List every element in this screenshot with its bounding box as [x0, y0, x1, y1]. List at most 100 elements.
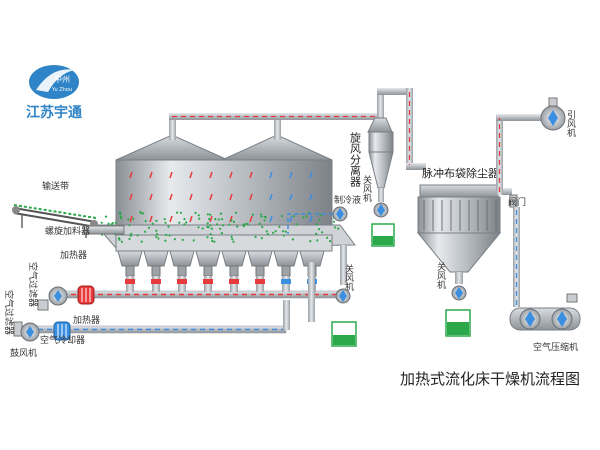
bag-filter-cone	[416, 232, 502, 273]
conveyor-product-line	[13, 204, 97, 219]
product-particle	[208, 217, 211, 221]
air-flow-mark	[209, 193, 213, 201]
product-particle	[179, 211, 183, 214]
air-flow-mark	[269, 215, 273, 223]
product-particle	[230, 235, 233, 238]
product-particle	[120, 240, 123, 243]
cyclone-cone	[368, 151, 394, 189]
product-particle	[332, 220, 336, 223]
riser-pipes	[125, 276, 317, 292]
product-particle	[221, 224, 225, 227]
air-flow-mark	[249, 215, 253, 223]
bag-filter-top	[419, 184, 499, 198]
product-particle	[282, 230, 285, 233]
product-particle	[318, 218, 321, 221]
screw-feeder: 螺旋加料器	[45, 225, 125, 237]
product-particle	[214, 218, 217, 221]
cooling-label: 制冷液	[334, 194, 361, 206]
product-particle	[219, 227, 222, 230]
blower-bottom-icon	[26, 326, 34, 338]
air-flow-mark	[309, 215, 313, 223]
bag-valve-label: 关风机	[435, 261, 446, 290]
hopper	[299, 250, 325, 267]
cool-riser	[283, 300, 290, 330]
product-particle	[210, 237, 213, 240]
cyclone-inlet-riser	[377, 92, 384, 118]
air-flow-mark	[249, 171, 253, 179]
air-flow-mark	[129, 193, 133, 201]
air-flow-mark	[309, 193, 313, 201]
air-flow-mark	[129, 171, 133, 179]
product-particle	[197, 214, 200, 217]
product-particle	[147, 226, 151, 229]
hood-pipe-left	[169, 118, 176, 140]
product-particle	[201, 227, 204, 230]
product-particle	[155, 233, 159, 236]
product-particle	[197, 226, 200, 229]
product-particle	[194, 211, 197, 215]
product-particle	[254, 235, 257, 238]
product-particle	[274, 230, 277, 233]
product-particle	[242, 225, 245, 228]
hopper	[247, 250, 273, 267]
product-particle	[232, 220, 236, 223]
product-particle	[263, 219, 266, 222]
product-particle	[316, 223, 319, 226]
air-flow-mark	[169, 193, 173, 201]
conveyor-roller-left	[12, 206, 20, 214]
hopper	[169, 250, 195, 267]
bed-outlet: 关风机	[331, 245, 357, 347]
air-flow-mark	[209, 215, 213, 223]
product-particle	[326, 236, 329, 239]
product-particle	[272, 231, 275, 234]
product-particle	[144, 230, 147, 233]
cyclone-valve-label: 关风机	[361, 174, 372, 203]
product-particle	[183, 223, 186, 226]
product-particle	[261, 225, 264, 229]
product-particle	[305, 215, 308, 218]
product-particle	[260, 215, 263, 218]
product-particle	[206, 225, 209, 228]
product-particle	[104, 215, 108, 218]
cyclone-label: 旋风分离器	[349, 131, 362, 188]
product-particle	[280, 214, 284, 218]
product-particle	[128, 237, 131, 241]
air-flow-mark	[229, 171, 233, 179]
hopper	[143, 250, 169, 267]
product-particle	[119, 213, 122, 216]
product-particle	[266, 233, 270, 236]
product-particle	[282, 234, 285, 237]
product-particle	[260, 237, 263, 240]
hopper	[221, 250, 247, 267]
cyclone-body	[368, 131, 394, 153]
conveyor-label: 输送带	[42, 180, 69, 192]
product-particle	[128, 224, 131, 227]
product-particle	[318, 228, 321, 231]
damper-label: 阀门	[508, 196, 526, 208]
riser-damper	[229, 279, 239, 284]
product-particle	[209, 213, 212, 216]
air-flow-mark	[189, 171, 193, 179]
riser-damper	[125, 279, 135, 284]
product-particle	[176, 211, 179, 214]
product-particle	[334, 226, 337, 229]
product-particle	[209, 224, 212, 227]
product-particle	[217, 218, 220, 221]
conveyor-frame-top	[13, 207, 97, 223]
product-particle	[114, 221, 117, 224]
hopper-outlet	[151, 265, 161, 277]
product-particle	[219, 212, 223, 215]
product-particle	[284, 230, 287, 233]
air-flow-mark	[289, 193, 293, 201]
product-particle	[316, 239, 319, 242]
product-particle	[265, 230, 268, 233]
air-flow-mark	[269, 193, 273, 201]
hopper-outlet	[229, 265, 239, 277]
bag-filter-body	[417, 196, 501, 234]
air-flow-mark	[229, 215, 233, 223]
blower-unit-bottom: 空气过滤器 空气冷却器 鼓风机	[3, 290, 85, 359]
bed-valve-label: 关风机	[343, 263, 354, 292]
product-particle	[129, 234, 132, 237]
product-particle	[155, 229, 158, 232]
product-particle	[292, 215, 295, 218]
